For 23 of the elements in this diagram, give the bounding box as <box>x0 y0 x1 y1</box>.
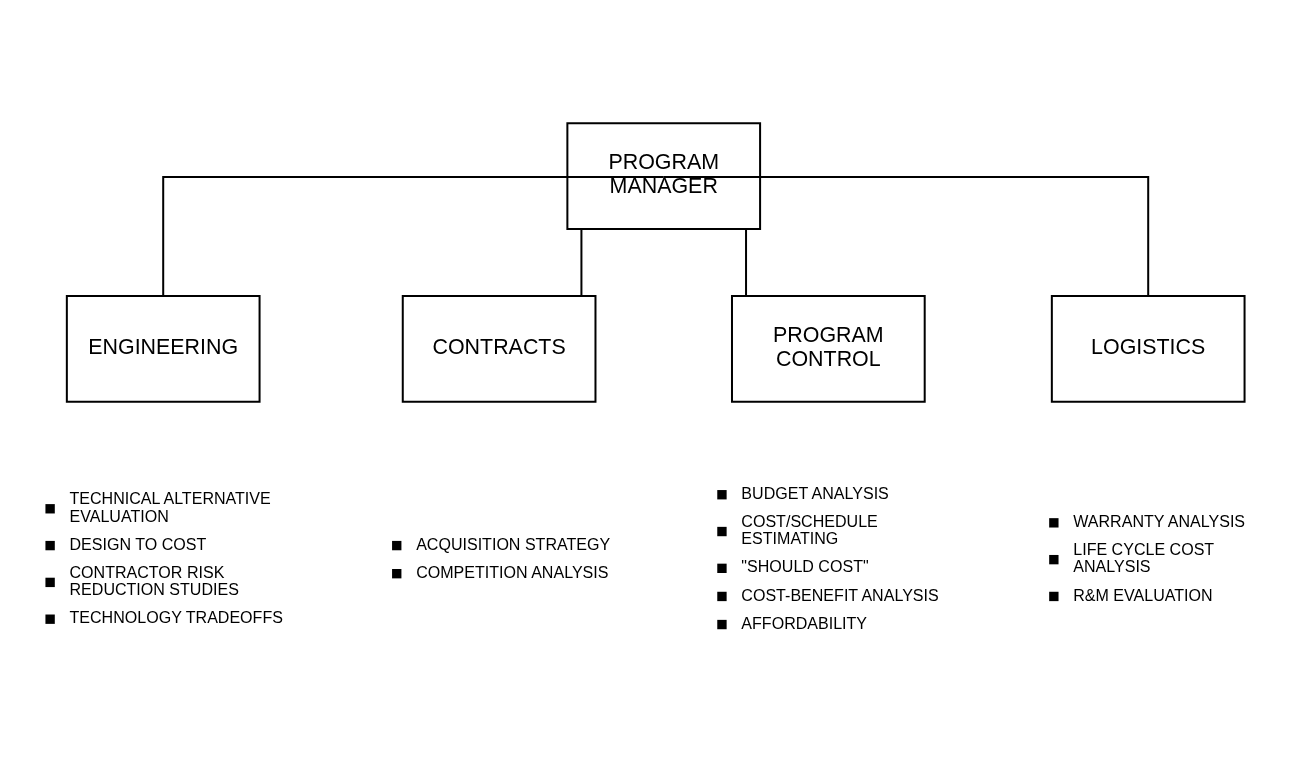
node-label: COST-BENEFIT ANALYSIS <box>741 585 939 604</box>
node-box: PROGRAM MANAGER <box>566 122 762 231</box>
node-label: AFFORDABILITY <box>741 613 868 632</box>
node-label: TECHNICAL ALTERNATIVE EVALUATION <box>69 489 271 525</box>
connector <box>663 175 1150 297</box>
node-label: WARRANTY ANALYSIS <box>1073 511 1246 530</box>
node-label: COST/SCHEDULE ESTIMATING <box>741 511 878 548</box>
node-label: TECHNOLOGY TRADEOFFS <box>69 608 283 627</box>
node-label: "SHOULD COST" <box>741 557 869 576</box>
node-box: PROGRAM CONTROL <box>731 295 926 403</box>
connector <box>580 228 583 297</box>
node-label: BUDGET ANALYSIS <box>741 483 889 502</box>
node-box: ENGINEERING <box>65 295 261 403</box>
node-label: LIFE CYCLE COST ANALYSIS <box>1073 540 1215 576</box>
node-box: CONTRACTS <box>401 295 597 403</box>
connector <box>745 228 748 297</box>
node-label: CONTRACTOR RISK REDUCTION STUDIES <box>69 562 239 599</box>
connector <box>162 175 664 297</box>
node-label: R&M EVALUATION <box>1073 585 1213 604</box>
node-label: ACQUISITION STRATEGY <box>416 534 611 553</box>
node-label: DESIGN TO COST <box>69 534 207 553</box>
node-box: LOGISTICS <box>1050 295 1246 403</box>
node-label: COMPETITION ANALYSIS <box>416 562 609 581</box>
